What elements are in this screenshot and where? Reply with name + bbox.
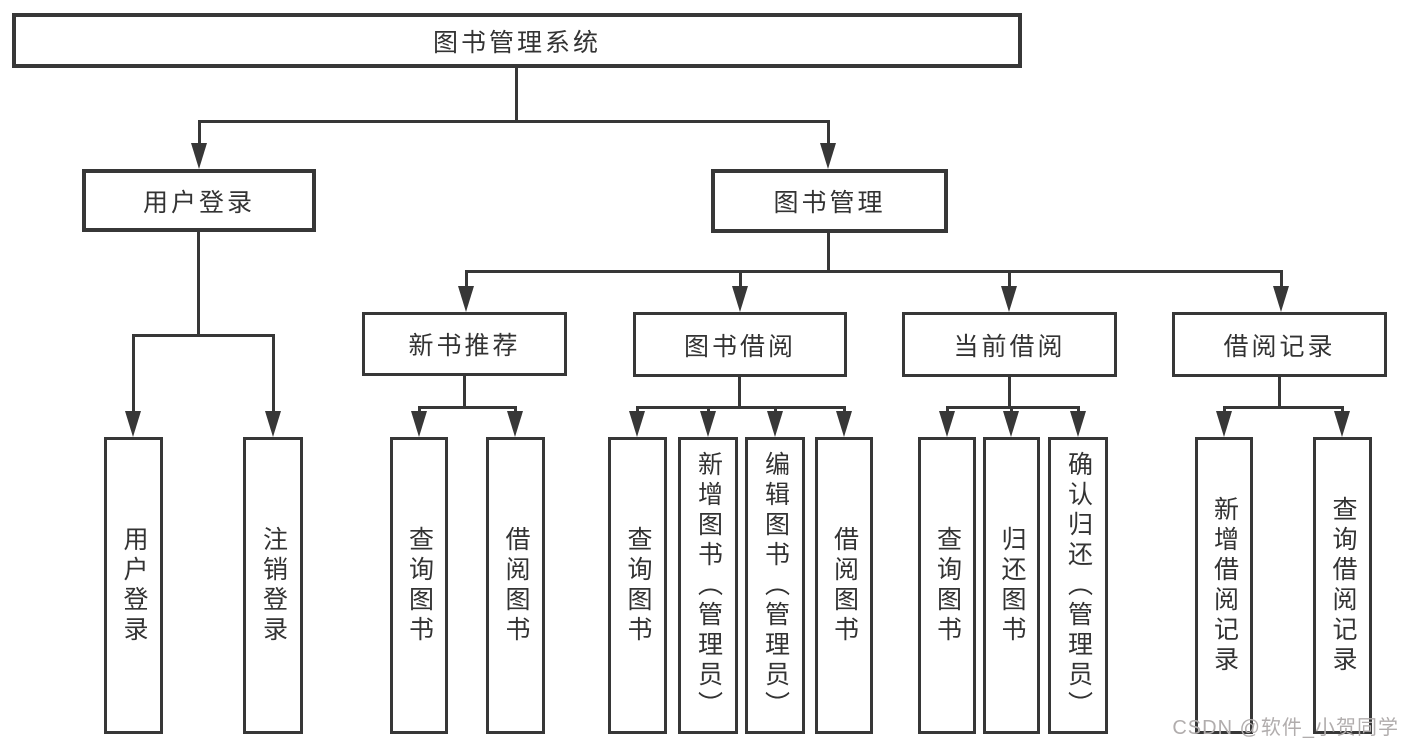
node-leaf-edit-books-admin: 编辑图书（管理员） bbox=[745, 437, 805, 734]
node-label: 确认归还（管理员） bbox=[1064, 450, 1093, 721]
connector-line bbox=[465, 270, 1282, 273]
node-leaf-user-login: 用户登录 bbox=[104, 437, 163, 734]
node-label: 查询借阅记录 bbox=[1329, 495, 1357, 676]
node-leaf-return-books: 归还图书 bbox=[983, 437, 1040, 734]
node-leaf-borrow-books-1: 借阅图书 bbox=[486, 437, 545, 734]
connector-line bbox=[636, 406, 846, 409]
arrowhead-icon bbox=[700, 411, 716, 437]
connector-line bbox=[827, 233, 830, 272]
arrowhead-icon bbox=[1070, 411, 1086, 437]
arrowhead-icon bbox=[1334, 411, 1350, 437]
node-leaf-add-borrow-record: 新增借阅记录 bbox=[1195, 437, 1253, 734]
connector-line bbox=[1223, 406, 1344, 409]
arrowhead-icon bbox=[507, 411, 523, 437]
arrowhead-icon bbox=[458, 286, 474, 312]
csdn-watermark: CSDN @软件_小贺同学 bbox=[1172, 717, 1399, 739]
arrowhead-icon bbox=[265, 411, 281, 437]
node-borrowing-records: 借阅记录 bbox=[1172, 312, 1387, 377]
connector-line bbox=[739, 270, 742, 298]
connector-line bbox=[738, 377, 741, 407]
connector-line bbox=[198, 120, 830, 123]
node-user-login: 用户登录 bbox=[82, 169, 316, 232]
connector-line bbox=[198, 120, 201, 155]
arrowhead-icon bbox=[820, 143, 836, 169]
node-label: 用户登录 bbox=[120, 525, 148, 646]
arrowhead-icon bbox=[732, 286, 748, 312]
node-leaf-borrow-books-2: 借阅图书 bbox=[815, 437, 873, 734]
node-label: 查询图书 bbox=[405, 525, 434, 646]
node-book-borrowing: 图书借阅 bbox=[633, 312, 847, 377]
connector-line bbox=[418, 406, 517, 409]
node-label: 注销登录 bbox=[259, 525, 288, 646]
arrowhead-icon bbox=[125, 411, 141, 437]
arrowhead-icon bbox=[767, 411, 783, 437]
node-leaf-add-books-admin: 新增图书（管理员） bbox=[678, 437, 738, 734]
connector-line bbox=[132, 334, 275, 337]
arrowhead-icon bbox=[1003, 411, 1019, 437]
node-label: 归还图书 bbox=[998, 525, 1026, 646]
arrowhead-icon bbox=[629, 411, 645, 437]
node-current-borrowing: 当前借阅 bbox=[902, 312, 1117, 377]
node-leaf-logout: 注销登录 bbox=[243, 437, 303, 734]
node-label: 新增借阅记录 bbox=[1210, 495, 1239, 676]
connector-line bbox=[197, 232, 200, 336]
node-leaf-query-books-2: 查询图书 bbox=[608, 437, 667, 734]
arrowhead-icon bbox=[1273, 286, 1289, 312]
arrowhead-icon bbox=[836, 411, 852, 437]
arrowhead-icon bbox=[939, 411, 955, 437]
node-label: 查询图书 bbox=[624, 525, 652, 646]
connector-line bbox=[132, 334, 135, 423]
arrowhead-icon bbox=[411, 411, 427, 437]
connector-line bbox=[465, 270, 468, 298]
node-label: 查询图书 bbox=[933, 525, 962, 646]
connector-line bbox=[1008, 377, 1011, 407]
arrowhead-icon bbox=[191, 143, 207, 169]
node-leaf-query-books-3: 查询图书 bbox=[918, 437, 976, 734]
connector-line bbox=[515, 68, 518, 122]
connector-line bbox=[827, 120, 830, 155]
node-leaf-query-borrow-record: 查询借阅记录 bbox=[1313, 437, 1372, 734]
node-leaf-query-books-1: 查询图书 bbox=[390, 437, 448, 734]
node-label: 借阅图书 bbox=[502, 525, 530, 646]
node-label: 新增图书（管理员） bbox=[694, 450, 723, 721]
connector-line bbox=[1280, 270, 1283, 298]
node-book-management: 图书管理 bbox=[711, 169, 948, 233]
arrowhead-icon bbox=[1001, 286, 1017, 312]
node-label: 借阅图书 bbox=[830, 525, 859, 646]
node-label: 编辑图书（管理员） bbox=[761, 450, 790, 721]
node-library-system: 图书管理系统 bbox=[12, 13, 1022, 68]
connector-line bbox=[1278, 377, 1281, 407]
connector-line bbox=[272, 334, 275, 423]
node-leaf-confirm-return-admin: 确认归还（管理员） bbox=[1048, 437, 1108, 734]
connector-line bbox=[463, 376, 466, 407]
node-new-book-recommend: 新书推荐 bbox=[362, 312, 567, 376]
arrowhead-icon bbox=[1216, 411, 1232, 437]
connector-line bbox=[1008, 270, 1011, 298]
